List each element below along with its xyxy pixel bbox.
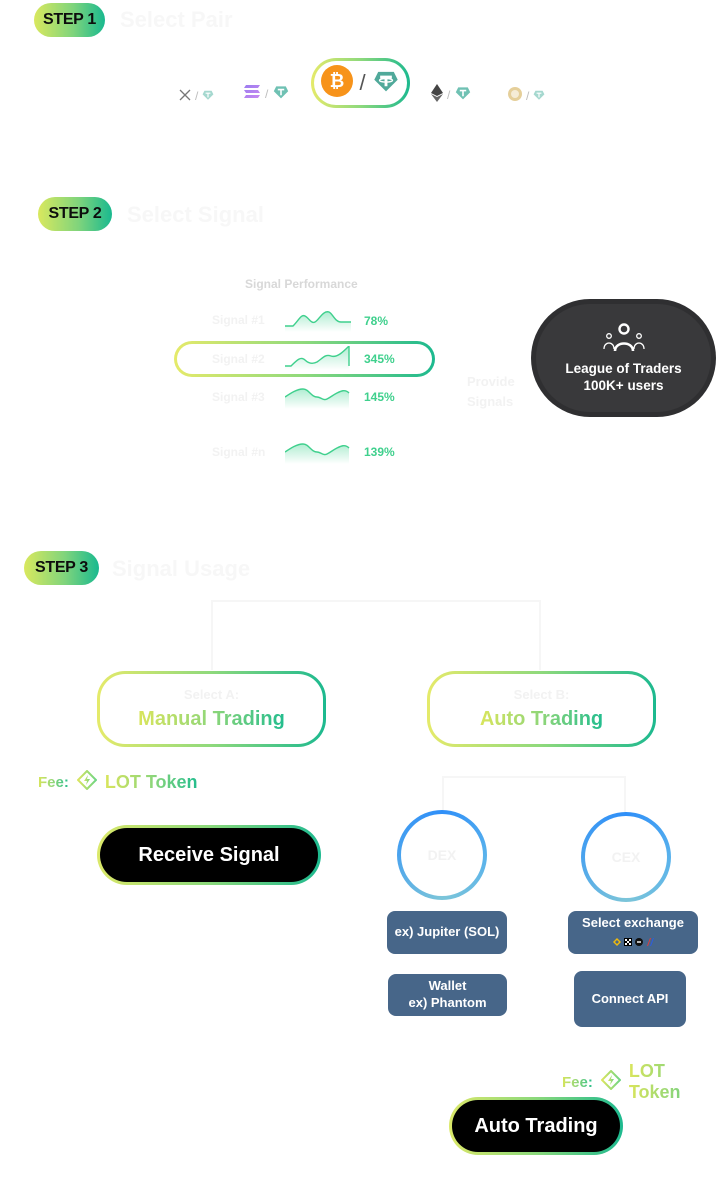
- signal-sparkline: [285, 443, 350, 464]
- manual-trading-option[interactable]: Select A: Manual Trading: [97, 671, 326, 747]
- svg-text:₿: ₿: [330, 71, 345, 91]
- signal-performance: 78%: [364, 314, 389, 328]
- receive-signal-button[interactable]: Receive Signal: [97, 825, 321, 885]
- provide-signals-line1: Provide: [467, 374, 515, 389]
- connect-api-label: Connect API: [591, 990, 669, 1006]
- tether-icon: [454, 85, 472, 105]
- signal-sparkline: [285, 388, 350, 409]
- step-3-badge-label: STEP 3: [34, 559, 89, 576]
- pair-separator: /: [447, 88, 451, 102]
- step-2-badge: STEP 2: [38, 197, 112, 231]
- signal-sparkline: [285, 311, 351, 332]
- lot-token-icon: [600, 1069, 622, 1095]
- auto-fee-row: Fee: LOT Token: [562, 1061, 720, 1103]
- step-2-badge-label: STEP 2: [48, 205, 102, 222]
- pair-option-doge-usdt[interactable]: /: [508, 86, 545, 105]
- pair-option-xrp-usdt[interactable]: /: [179, 86, 214, 105]
- signal-label: Signal #3: [212, 390, 265, 404]
- dex-option[interactable]: DEX: [397, 810, 487, 900]
- signal-sparkline: [285, 346, 350, 370]
- lot-token-icon: [76, 769, 98, 795]
- solana-icon: [243, 84, 261, 104]
- pair-separator: /: [195, 88, 199, 103]
- connector-line: [211, 600, 541, 670]
- tether-icon: [372, 68, 400, 98]
- pair-separator: /: [265, 87, 269, 101]
- cex-option[interactable]: CEX: [581, 812, 671, 902]
- manual-fee-row: Fee: LOT Token: [38, 769, 198, 795]
- signal-performance: 145%: [364, 390, 395, 404]
- dex-example: ex) Jupiter (SOL): [394, 924, 500, 940]
- users-group-icon: [602, 323, 646, 357]
- pair-option-btc-usdt[interactable]: ₿ /: [311, 58, 410, 108]
- fee-label: Fee:: [562, 1073, 593, 1091]
- bitcoin-icon: ₿: [321, 65, 354, 101]
- step-3-badge: STEP 3: [24, 551, 99, 585]
- step-1-badge: STEP 1: [34, 3, 105, 37]
- pair-option-eth-usdt[interactable]: /: [431, 84, 472, 106]
- cex-label: CEX: [611, 849, 641, 865]
- step-1-title: Select Pair: [120, 7, 233, 32]
- pair-separator: /: [526, 88, 530, 103]
- okx-icon: [623, 934, 632, 951]
- receive-signal-button-label: Receive Signal: [100, 828, 318, 882]
- provider-card: League of Traders 100K+ users: [531, 299, 716, 417]
- wallet-box[interactable]: Wallet ex) Phantom: [388, 974, 507, 1016]
- fee-token: LOT Token: [104, 772, 198, 792]
- provide-signals-label: Provide Signals: [467, 372, 515, 412]
- signal-performance: 345%: [364, 352, 395, 366]
- select-exchange-box[interactable]: Select exchange: [568, 911, 698, 954]
- bybit-icon: [646, 934, 654, 951]
- select-exchange-label: Select exchange: [582, 914, 684, 930]
- fee-label: Fee:: [38, 774, 69, 791]
- dogecoin-icon: [508, 86, 522, 105]
- signal-performance-title: Signal Performance: [245, 277, 358, 291]
- gate-icon: [634, 934, 643, 951]
- tether-icon: [272, 84, 290, 104]
- binance-icon: [612, 934, 621, 951]
- auto-trading-button-label: Auto Trading: [452, 1100, 620, 1152]
- connect-api-box[interactable]: Connect API: [574, 971, 686, 1027]
- provide-signals-line2: Signals: [467, 394, 514, 409]
- option-b-caption: Select B:: [513, 687, 570, 702]
- signal-label: Signal #n: [212, 445, 266, 459]
- tether-icon: [202, 86, 214, 105]
- option-a-label: Manual Trading: [138, 708, 285, 730]
- signal-performance: 139%: [364, 445, 395, 459]
- ethereum-icon: [431, 84, 443, 106]
- wallet-line1: Wallet: [428, 978, 467, 994]
- dex-example-box[interactable]: ex) Jupiter (SOL): [387, 911, 507, 954]
- provider-name: League of Traders: [565, 361, 682, 376]
- auto-trading-button[interactable]: Auto Trading: [449, 1097, 623, 1155]
- tether-icon: [533, 86, 545, 105]
- signal-label: Signal #1: [212, 313, 265, 327]
- pair-option-sol-usdt[interactable]: /: [243, 84, 290, 104]
- connector-line: [442, 776, 626, 812]
- fee-token: LOT Token: [629, 1061, 720, 1103]
- xrp-icon: [179, 86, 191, 105]
- option-b-label: Auto Trading: [479, 708, 604, 730]
- step-1-badge-label: STEP 1: [42, 11, 97, 28]
- step-2-title: Select Signal: [127, 202, 264, 227]
- signal-label: Signal #2: [212, 352, 265, 366]
- step-3-title: Signal Usage: [112, 556, 251, 581]
- wallet-line2: ex) Phantom: [408, 995, 487, 1010]
- provider-users: 100K+ users: [583, 378, 664, 393]
- exchange-icons: [612, 934, 654, 951]
- dex-label: DEX: [427, 847, 457, 863]
- auto-trading-option[interactable]: Select B: Auto Trading: [427, 671, 656, 747]
- option-a-caption: Select A:: [183, 687, 240, 702]
- pair-separator: /: [359, 70, 366, 95]
